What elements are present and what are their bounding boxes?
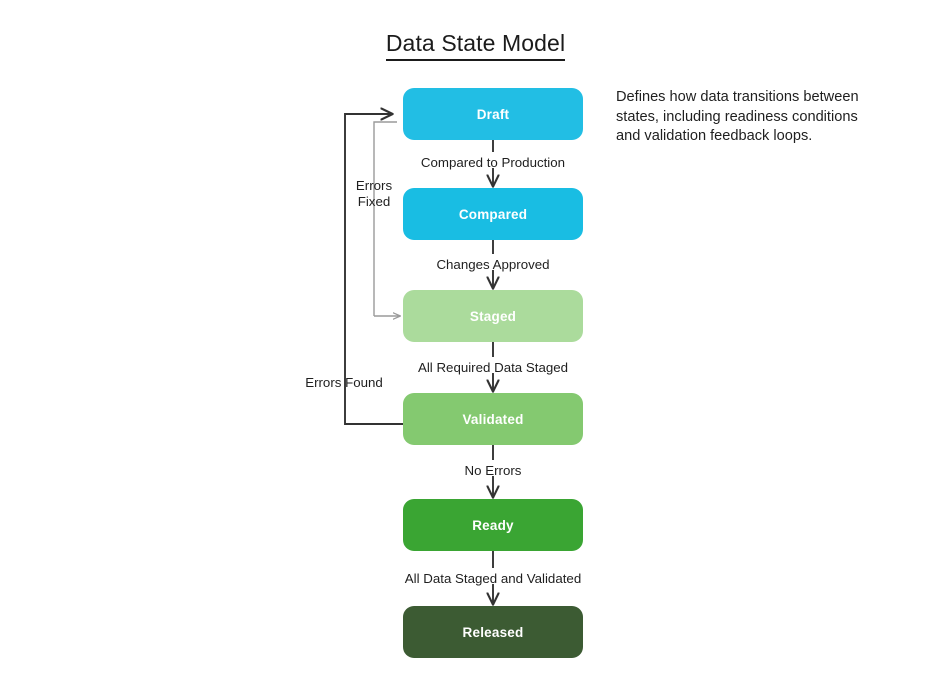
node-released[interactable]: Released xyxy=(403,606,583,658)
edge-label-errors-found: Errors Found xyxy=(305,375,383,390)
node-staged[interactable]: Staged xyxy=(403,290,583,342)
node-draft-label: Draft xyxy=(476,106,510,122)
edge-label-errors-fixed-line1: Errors xyxy=(355,178,393,193)
node-compared-label: Compared xyxy=(458,206,528,222)
edge-label-changes-approved: Changes Approved xyxy=(436,257,550,272)
diagram-title-text: Data State Model xyxy=(385,30,566,61)
node-ready-label: Ready xyxy=(472,517,514,533)
diagram-title: Data State Model xyxy=(0,30,951,61)
node-validated[interactable]: Validated xyxy=(403,393,583,445)
node-validated-label: Validated xyxy=(462,411,524,427)
edge-label-all-data-staged-and-validated: All Data Staged and Validated xyxy=(404,571,582,586)
edge-label-errors-fixed-line2: Fixed xyxy=(357,194,391,209)
diagram-description: Defines how data transitions between sta… xyxy=(616,89,859,144)
edge-label-compared-to-production: Compared to Production xyxy=(420,155,566,170)
edge-label-all-required-data-staged: All Required Data Staged xyxy=(417,360,569,375)
node-released-label: Released xyxy=(462,624,524,640)
node-ready[interactable]: Ready xyxy=(403,499,583,551)
node-draft[interactable]: Draft xyxy=(403,88,583,140)
edge-validated-to-draft-errors-found xyxy=(344,114,403,425)
edge-label-no-errors: No Errors xyxy=(464,463,522,478)
edge-staged-to-draft-errors-fixed xyxy=(373,121,400,316)
node-compared[interactable]: Compared xyxy=(403,188,583,240)
edge-label-errors-fixed: Errors Fixed xyxy=(345,178,403,210)
node-staged-label: Staged xyxy=(469,308,517,324)
